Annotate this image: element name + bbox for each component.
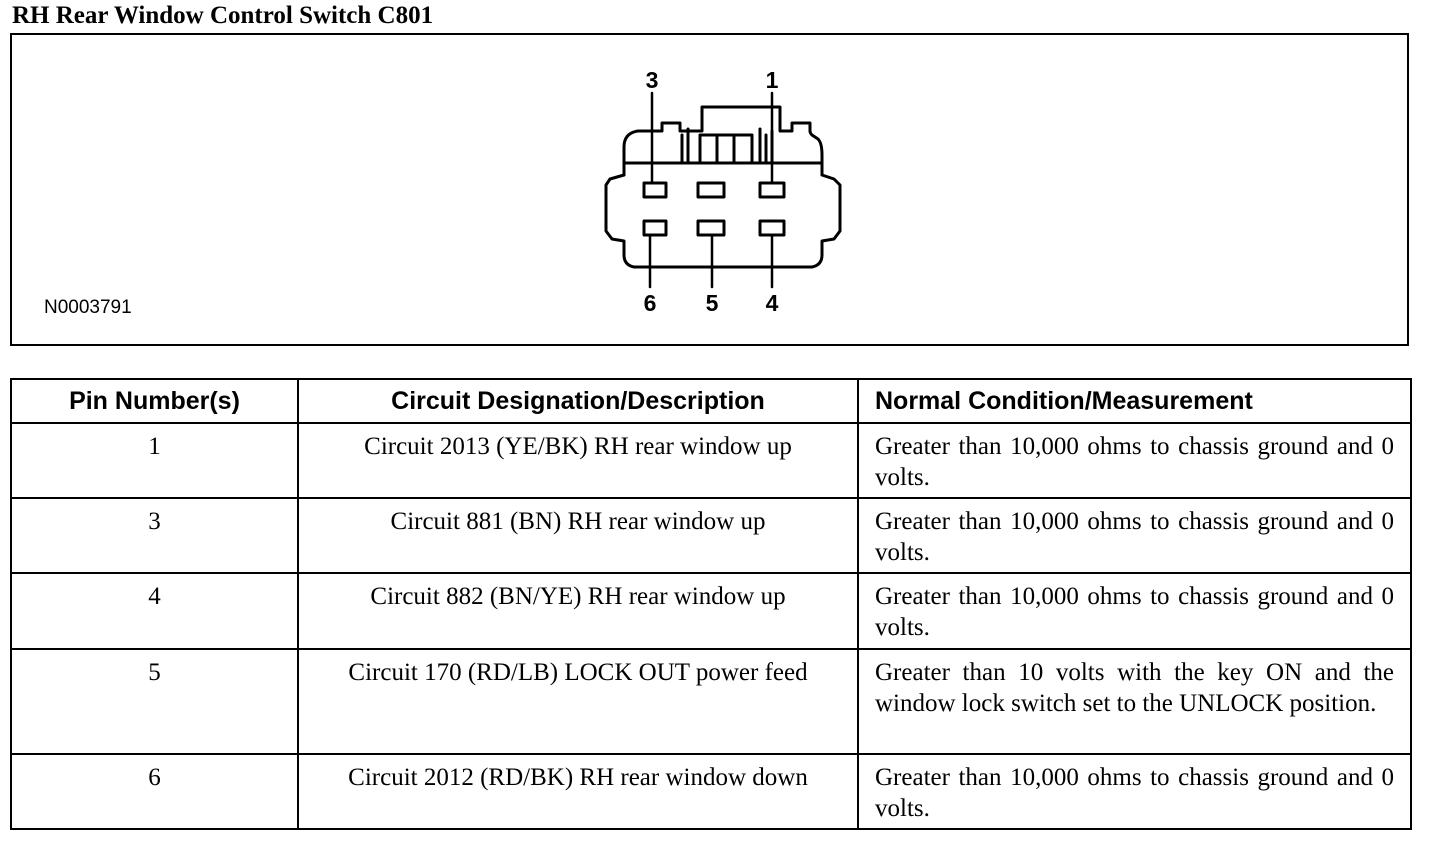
circuit-cell: Circuit 882 (BN/YE) RH rear window up (297, 572, 859, 650)
condition-cell: Greater than 10 volts with the key ON an… (857, 647, 1412, 755)
circuit-cell: Circuit 170 (RD/LB) LOCK OUT power feed (297, 647, 859, 755)
connector-diagram-frame: 3 1 6 5 4 N0003791 (10, 33, 1409, 346)
circuit-cell: Circuit 881 (BN) RH rear window up (297, 497, 859, 575)
table-row: 1 Circuit 2013 (YE/BK) RH rear window up… (10, 421, 1412, 500)
pin-label-3: 3 (646, 67, 659, 93)
circuit-cell: Circuit 2013 (YE/BK) RH rear window up (297, 421, 859, 500)
column-header: Pin Number(s) (10, 378, 299, 424)
figure-id: N0003791 (44, 297, 132, 318)
terminal-pin-3 (642, 181, 668, 199)
pin-cell: 5 (10, 647, 299, 755)
circuit-cell: Circuit 2012 (RD/BK) RH rear window down (297, 752, 859, 831)
connector-side-left (604, 173, 842, 269)
table-row: 3 Circuit 881 (BN) RH rear window up Gre… (10, 497, 1412, 575)
terminal-pin-5 (696, 219, 726, 237)
condition-cell: Greater than 10,000 ohms to chassis grou… (857, 421, 1412, 500)
pin-label-6: 6 (644, 290, 657, 316)
latch-center (698, 133, 754, 165)
page-title: RH Rear Window Control Switch C801 (12, 2, 434, 29)
column-header: Circuit Designation/Description (297, 378, 859, 424)
terminal-pin-4 (758, 219, 786, 237)
pin-label-5: 5 (706, 290, 719, 316)
table-header-row: Pin Number(s) Circuit Designation/Descri… (10, 378, 1412, 424)
table-row: 6 Circuit 2012 (RD/BK) RH rear window do… (10, 752, 1412, 831)
condition-cell: Greater than 10,000 ohms to chassis grou… (857, 752, 1412, 831)
column-header: Normal Condition/Measurement (857, 378, 1412, 424)
table-row: 4 Circuit 882 (BN/YE) RH rear window up … (10, 572, 1412, 650)
pin-cell: 3 (10, 497, 299, 575)
pin-cell: 1 (10, 421, 299, 500)
terminal-pin-1 (758, 181, 786, 199)
condition-cell: Greater than 10,000 ohms to chassis grou… (857, 572, 1412, 650)
table-row: 5 Circuit 170 (RD/LB) LOCK OUT power fee… (10, 647, 1412, 755)
terminal-blank (696, 181, 726, 199)
condition-cell: Greater than 10,000 ohms to chassis grou… (857, 497, 1412, 575)
pin-table: Pin Number(s) Circuit Designation/Descri… (10, 378, 1412, 831)
terminal-pin-6 (642, 219, 668, 237)
pin-label-4: 4 (766, 290, 779, 316)
pin-cell: 6 (10, 752, 299, 831)
pin-label-1: 1 (766, 67, 779, 93)
pin-cell: 4 (10, 572, 299, 650)
connector-face-diagram: 3 1 6 5 4 (604, 67, 842, 316)
connector-housing (622, 105, 824, 177)
